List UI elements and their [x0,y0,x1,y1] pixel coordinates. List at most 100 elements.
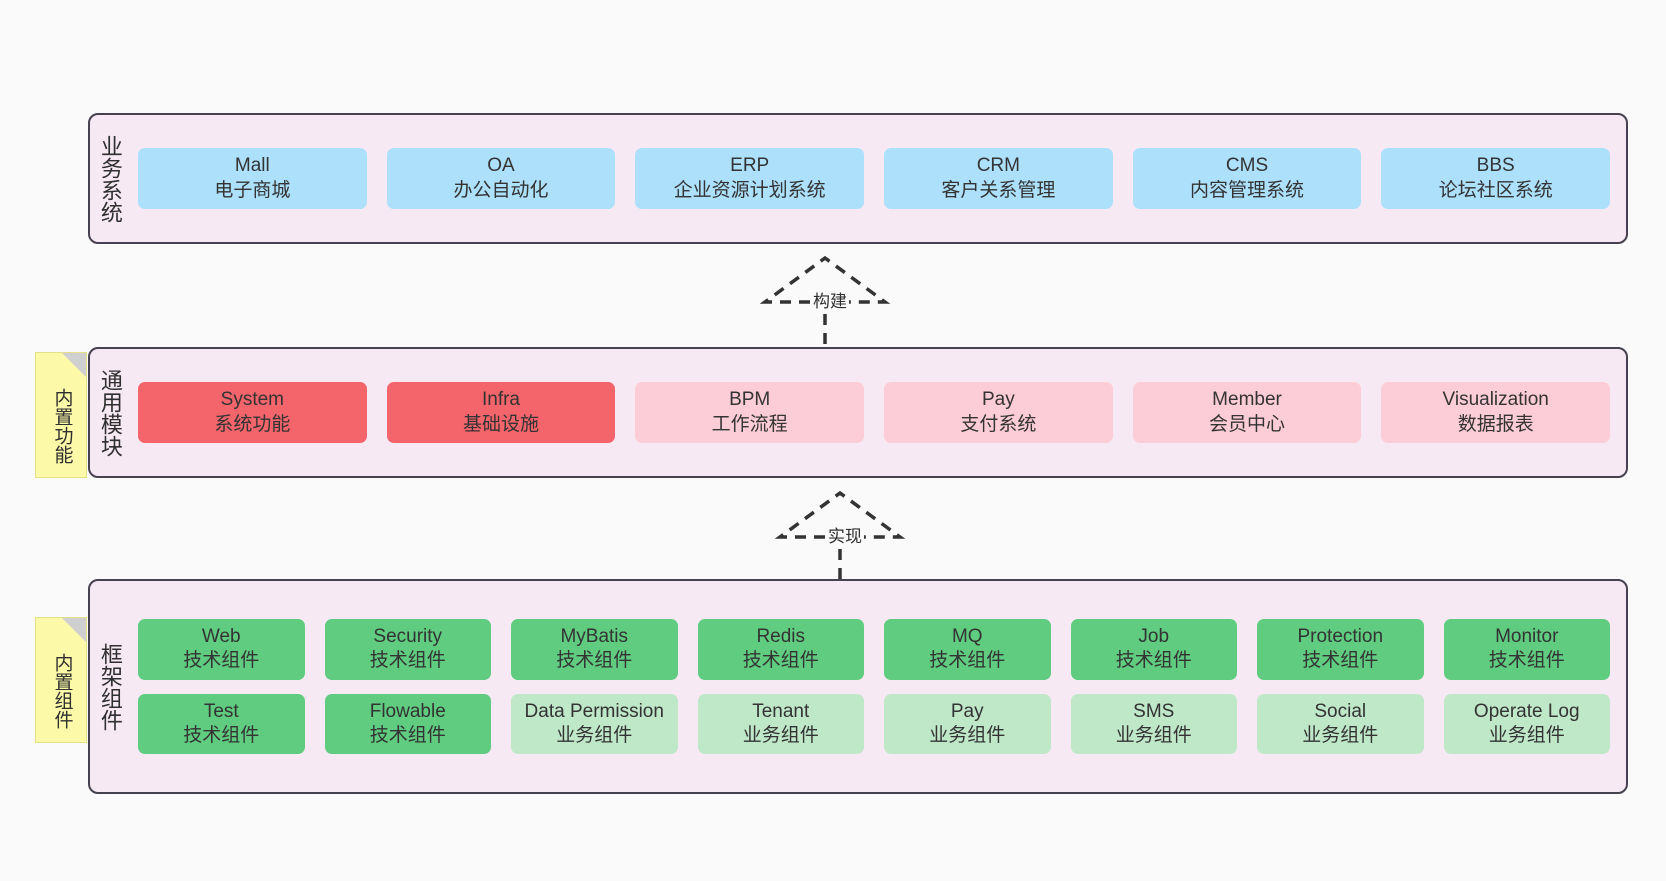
node-subtitle: 工作流程 [711,413,788,435]
node-title: Infra [481,389,521,411]
node-cms[interactable]: CMS 内容管理系统 [1132,148,1362,209]
node-subtitle: 办公自动化 [453,179,549,201]
node-subtitle: 业务组件 [556,724,633,746]
build-arrow-icon [759,255,891,344]
node-subtitle: 业务组件 [1115,724,1192,746]
layer-common-module: 通用模块 System 系统功能 Infra 基础设施 BPM 工作流程 Pay… [88,347,1628,478]
note-label: 内置功能 [51,388,73,464]
node-row: Test 技术组件 Flowable 技术组件 Data Permission … [138,693,1610,755]
node-pay-business[interactable]: Pay 业务组件 [884,693,1051,755]
node-row: Web 技术组件 Security 技术组件 MyBatis 技术组件 Redi… [138,618,1610,680]
node-title: Pay [950,700,984,722]
node-title: Pay [981,389,1015,411]
node-mall[interactable]: Mall 电子商城 [138,148,367,209]
node-system[interactable]: System 系统功能 [138,382,367,443]
node-subtitle: 电子商城 [214,179,291,201]
node-subtitle: 内容管理系统 [1190,179,1305,201]
node-redis[interactable]: Redis 技术组件 [697,618,864,680]
node-subtitle: 技术组件 [742,650,819,672]
node-social[interactable]: Social 业务组件 [1257,693,1424,755]
node-infra[interactable]: Infra 基础设施 [386,382,616,443]
realize-arrow-icon [774,490,906,579]
node-title: Mall [234,155,270,177]
node-flowable[interactable]: Flowable 技术组件 [324,693,491,755]
node-title: Flowable [369,700,446,722]
node-subtitle: 系统功能 [214,413,291,435]
connector-label: 构建 [811,292,849,311]
node-job[interactable]: Job 技术组件 [1070,618,1237,680]
node-mybatis[interactable]: MyBatis 技术组件 [511,618,678,680]
node-bbs[interactable]: BBS 论坛社区系统 [1381,148,1611,209]
node-pay[interactable]: Pay 支付系统 [884,382,1113,443]
node-sms[interactable]: SMS 业务组件 [1070,693,1237,755]
node-subtitle: 业务组件 [742,724,819,746]
node-subtitle: 业务组件 [929,724,1006,746]
node-title: BPM [729,389,771,411]
node-subtitle: 会员中心 [1209,413,1286,435]
node-security[interactable]: Security 技术组件 [324,618,491,680]
node-title: CRM [976,155,1020,177]
node-crm[interactable]: CRM 客户关系管理 [884,148,1113,209]
node-title: MyBatis [560,625,629,647]
node-title: System [220,389,285,411]
node-operate-log[interactable]: Operate Log 业务组件 [1443,693,1610,755]
node-title: MQ [951,625,983,647]
connector-build: 构建 [755,254,905,346]
node-row: Mall 电子商城 OA 办公自动化 ERP 企业资源计划系统 CRM 客户关系… [138,148,1611,209]
node-title: Data Permission [524,700,664,722]
node-web[interactable]: Web 技术组件 [138,618,305,680]
node-subtitle: 技术组件 [369,724,446,746]
node-subtitle: 技术组件 [1302,650,1379,672]
node-subtitle: 技术组件 [183,650,260,672]
node-title: Tenant [752,700,810,722]
node-monitor[interactable]: Monitor 技术组件 [1443,618,1610,680]
node-bpm[interactable]: BPM 工作流程 [635,382,865,443]
node-subtitle: 技术组件 [183,724,260,746]
layer-framework-component: 框架组件 Web 技术组件 Security 技术组件 MyBatis 技术组件… [88,579,1628,794]
node-title: CMS [1225,155,1269,177]
node-title: SMS [1133,700,1175,722]
note-builtin-function: 内置功能 [35,352,87,478]
node-tenant[interactable]: Tenant 业务组件 [697,693,864,755]
node-protection[interactable]: Protection 技术组件 [1257,618,1424,680]
node-title: Visualization [1442,389,1549,411]
note-builtin-component: 内置组件 [35,617,87,743]
node-visualization[interactable]: Visualization 数据报表 [1381,382,1611,443]
layer-body-framework-component: Web 技术组件 Security 技术组件 MyBatis 技术组件 Redi… [130,581,1626,792]
note-fold-corner-icon [62,618,86,642]
node-title: BBS [1476,155,1515,177]
node-title: Web [201,625,241,647]
layer-title-business-system: 业务系统 [97,134,123,223]
node-subtitle: 技术组件 [929,650,1006,672]
node-row: System 系统功能 Infra 基础设施 BPM 工作流程 Pay 支付系统… [138,382,1611,443]
node-erp[interactable]: ERP 企业资源计划系统 [635,148,865,209]
node-subtitle: 论坛社区系统 [1438,179,1553,201]
node-subtitle: 基础设施 [463,413,540,435]
node-title: Redis [756,625,806,647]
node-subtitle: 业务组件 [1488,724,1565,746]
node-subtitle: 数据报表 [1457,413,1534,435]
node-mq[interactable]: MQ 技术组件 [884,618,1051,680]
note-label: 内置组件 [51,653,73,729]
layer-body-business-system: Mall 电子商城 OA 办公自动化 ERP 企业资源计划系统 CRM 客户关系… [130,115,1626,242]
node-subtitle: 业务组件 [1302,724,1379,746]
node-title: OA [487,155,515,177]
node-title: Protection [1297,625,1384,647]
node-title: Operate Log [1473,700,1580,722]
node-member[interactable]: Member 会员中心 [1132,382,1362,443]
node-title: ERP [730,155,770,177]
connector-realize: 实现 [770,489,920,581]
connector-label: 实现 [826,527,864,546]
note-fold-corner-icon [62,353,86,377]
node-test[interactable]: Test 技术组件 [138,693,305,755]
node-subtitle: 客户关系管理 [941,179,1056,201]
node-oa[interactable]: OA 办公自动化 [386,148,616,209]
node-subtitle: 技术组件 [1488,650,1565,672]
node-title: Member [1212,389,1282,411]
node-subtitle: 企业资源计划系统 [673,179,826,201]
layer-body-common-module: System 系统功能 Infra 基础设施 BPM 工作流程 Pay 支付系统… [130,349,1626,476]
node-data-permission[interactable]: Data Permission 业务组件 [511,693,678,755]
layer-title-framework-component: 框架组件 [97,642,123,731]
node-title: Job [1138,625,1170,647]
